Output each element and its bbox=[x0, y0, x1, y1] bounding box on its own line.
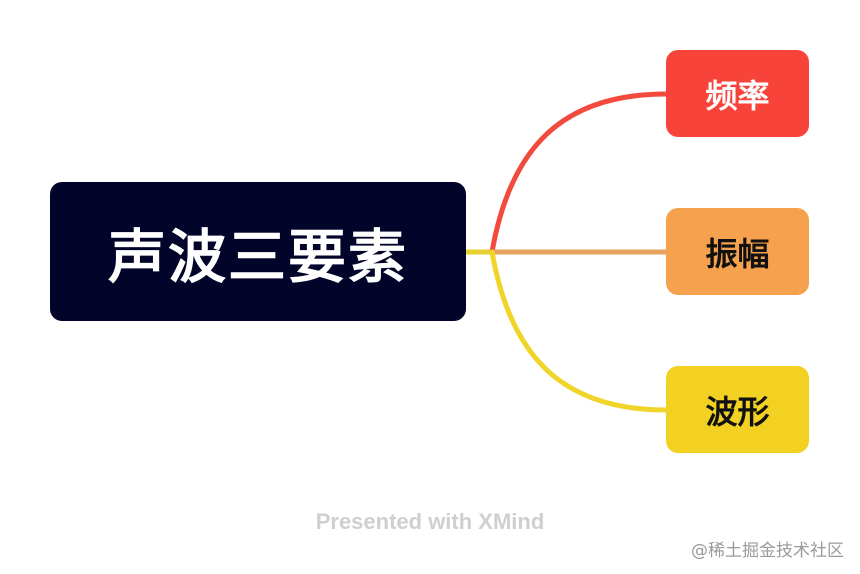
central-topic-label: 声波三要素 bbox=[107, 222, 408, 291]
watermark-text: @稀土掘金技术社区 bbox=[691, 541, 844, 561]
branch-topic-waveform[interactable]: 波形 bbox=[666, 366, 809, 453]
branch-topic-amplitude[interactable]: 振幅 bbox=[666, 208, 809, 295]
branch-topic-label: 波形 bbox=[705, 392, 770, 431]
footer-credit: Presented with XMind bbox=[315, 509, 545, 534]
branch-topic-label: 频率 bbox=[705, 76, 770, 115]
connector-branch-2 bbox=[489, 249, 669, 413]
central-topic[interactable]: 声波三要素 bbox=[50, 182, 466, 321]
branch-topic-label: 振幅 bbox=[705, 234, 770, 273]
connector-branch-0 bbox=[489, 91, 669, 255]
branch-topic-frequency[interactable]: 频率 bbox=[666, 50, 809, 137]
